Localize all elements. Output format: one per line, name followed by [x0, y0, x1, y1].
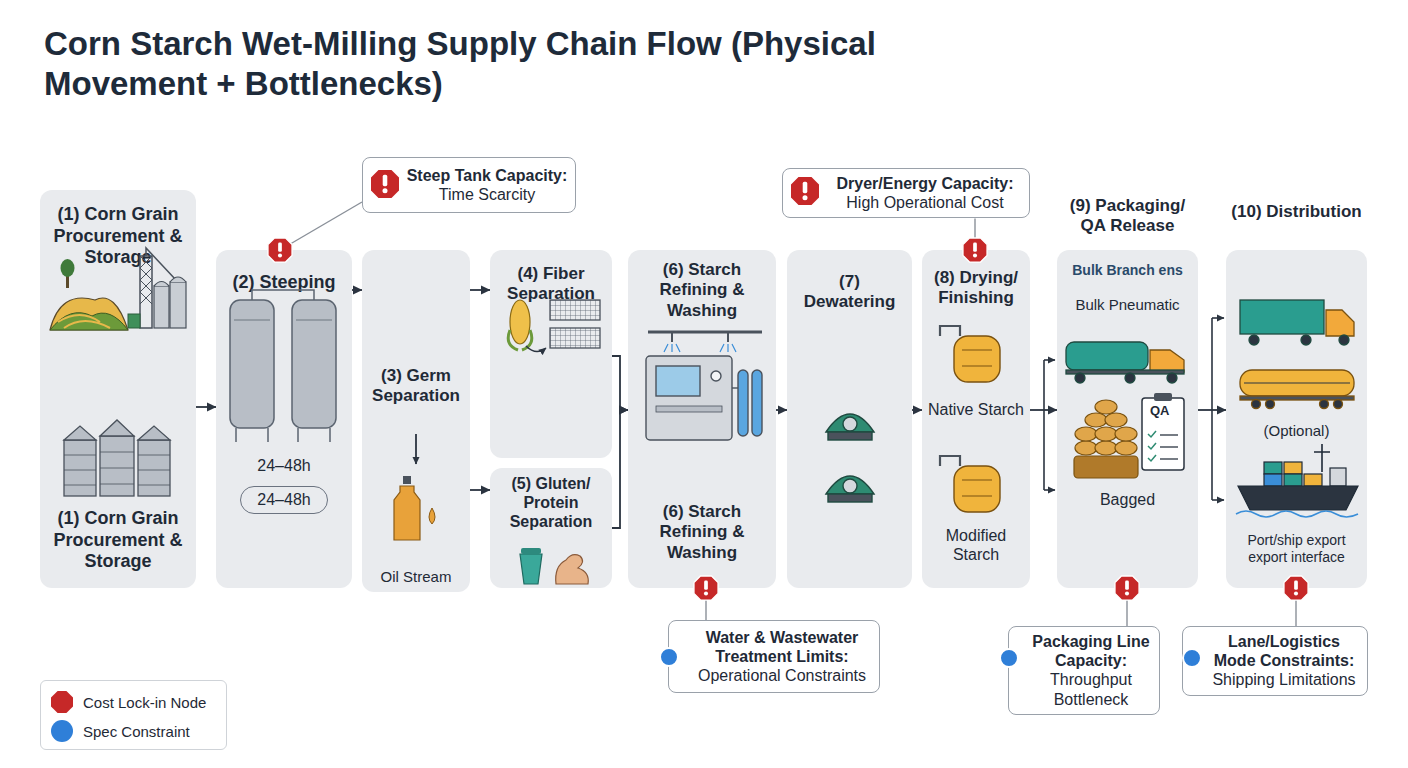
- stage-panel: (9) Packaging/ QA ReleaseBulk Branch ens…: [1057, 250, 1198, 588]
- drawing-part: [1044, 359, 1055, 361]
- leader-line: [705, 588, 706, 620]
- callout-box: Dryer/Energy Capacity:High Operational C…: [782, 168, 1030, 218]
- stage-panel: (1) Corn Grain Procurement & Storage (1) …: [40, 190, 196, 588]
- stage-panel: (3) Germ SeparationOil Stream: [362, 250, 470, 592]
- leader-line: [1295, 588, 1296, 626]
- stage-text: Operational Constraints: [691, 666, 873, 685]
- stage-heading: (6) Starch Refining & Washing: [633, 260, 771, 321]
- stage-panel: (4) Fiber Separation: [490, 250, 612, 458]
- flow-arrow: [912, 409, 922, 411]
- stage-text: Modified Starch: [927, 526, 1025, 564]
- drawing-part: [1212, 317, 1224, 319]
- stage-heading: (4) Fiber Separation: [495, 264, 607, 305]
- stage-text: Bagged: [1062, 490, 1193, 509]
- leader-line: [280, 202, 362, 250]
- flow-arrow: [196, 406, 216, 408]
- stage-text: Time Scarcity: [405, 185, 569, 204]
- callout-box: Water & Wastewater Treatment Limits:Oper…: [668, 620, 880, 693]
- leader-line: [974, 218, 975, 250]
- drawing-part: [1044, 489, 1055, 491]
- flow-arrow: [612, 410, 628, 528]
- flow-arrow: [776, 409, 787, 411]
- stage-text: (1) Corn Grain Procurement & Storage: [45, 508, 191, 573]
- stage-panel: (10) Distribution(Optional)Port/ship exp…: [1226, 250, 1367, 588]
- stage-panel: (2) Steeping 24–48h 24–48h: [216, 250, 352, 588]
- stage-text: 24–48h: [221, 456, 347, 475]
- stage-text: High Operational Cost: [827, 193, 1023, 212]
- legend-swatch: [51, 720, 73, 742]
- legend-swatch: [51, 691, 73, 713]
- callout-box: Lane/Logistics Mode Constraints:Shipping…: [1182, 626, 1368, 696]
- stage-text: Bulk Pneumatic: [1062, 296, 1193, 314]
- stage-heading: (5) Gluten/ Protein Separation: [495, 474, 607, 532]
- qa-label: QA: [1150, 403, 1170, 419]
- stage-heading: Water & Wastewater Treatment Limits:: [691, 628, 873, 666]
- stage-text: Bulk Branch ens: [1062, 262, 1193, 279]
- stage-panel: (8) Drying/ FinishingNative StarchModifi…: [922, 250, 1030, 588]
- stage-heading: (7) Dewatering: [792, 272, 907, 313]
- legend-text: Spec Constraint: [83, 723, 190, 740]
- legend-text: Cost Lock-in Node: [83, 694, 206, 711]
- legend-row: Spec Constraint: [51, 720, 190, 742]
- stage-heading: (10) Distribution: [1231, 202, 1362, 222]
- stage-heading: (3) Germ Separation: [367, 366, 465, 407]
- stage-panel: (5) Gluten/ Protein Separation: [490, 468, 612, 588]
- leader-line: [1126, 588, 1127, 626]
- stage-text: Shipping Limitations: [1207, 670, 1361, 689]
- stage-heading: Lane/Logistics Mode Constraints:: [1207, 632, 1361, 670]
- flow-arrow: [612, 356, 628, 410]
- stage-text: Port/ship export export interface: [1231, 532, 1362, 566]
- flow-arrow: [470, 489, 490, 491]
- stage-heading: (2) Steeping: [221, 272, 347, 294]
- diagram-title: Corn Starch Wet-Milling Supply Chain Flo…: [44, 24, 924, 105]
- stage-heading: Packaging Line Capacity:: [1029, 632, 1153, 670]
- drawing-part: [1212, 499, 1224, 501]
- duration-pill: 24–48h: [240, 486, 328, 514]
- stage-text: (Optional): [1231, 422, 1362, 440]
- flow-arrow: [352, 289, 362, 291]
- drawing-part: [1043, 360, 1045, 490]
- flow-arrow: [1198, 409, 1226, 411]
- bottleneck-markers: [268, 169, 1308, 600]
- flow-arrow: [470, 289, 490, 291]
- flow-arrow: [1030, 409, 1057, 411]
- stage-panel: (7) Dewatering: [787, 250, 912, 588]
- callout-box: Steep Tank Capacity:Time Scarcity: [362, 157, 576, 213]
- stage-heading: (1) Corn Grain Procurement & Storage: [45, 204, 191, 269]
- stage-text: Throughput Bottleneck: [1029, 670, 1153, 708]
- stage-heading: (9) Packaging/ QA Release: [1062, 196, 1193, 237]
- legend-box: Cost Lock-in NodeSpec Constraint: [40, 680, 227, 750]
- drawing-part: [1211, 318, 1213, 500]
- stage-text: Oil Stream: [367, 568, 465, 586]
- stage-heading: Steep Tank Capacity:: [405, 166, 569, 185]
- stage-text: Native Starch: [927, 400, 1025, 419]
- stage-text: (6) Starch Refining & Washing: [633, 502, 771, 563]
- stage-heading: (8) Drying/ Finishing: [927, 268, 1025, 309]
- callout-box: Packaging Line Capacity:Throughput Bottl…: [1008, 626, 1160, 715]
- stage-panel: (6) Starch Refining & Washing (6) Starch …: [628, 250, 776, 588]
- legend-row: Cost Lock-in Node: [51, 691, 206, 713]
- stage-heading: 24–48h: [257, 490, 310, 509]
- stage-heading: Dryer/Energy Capacity:: [827, 174, 1023, 193]
